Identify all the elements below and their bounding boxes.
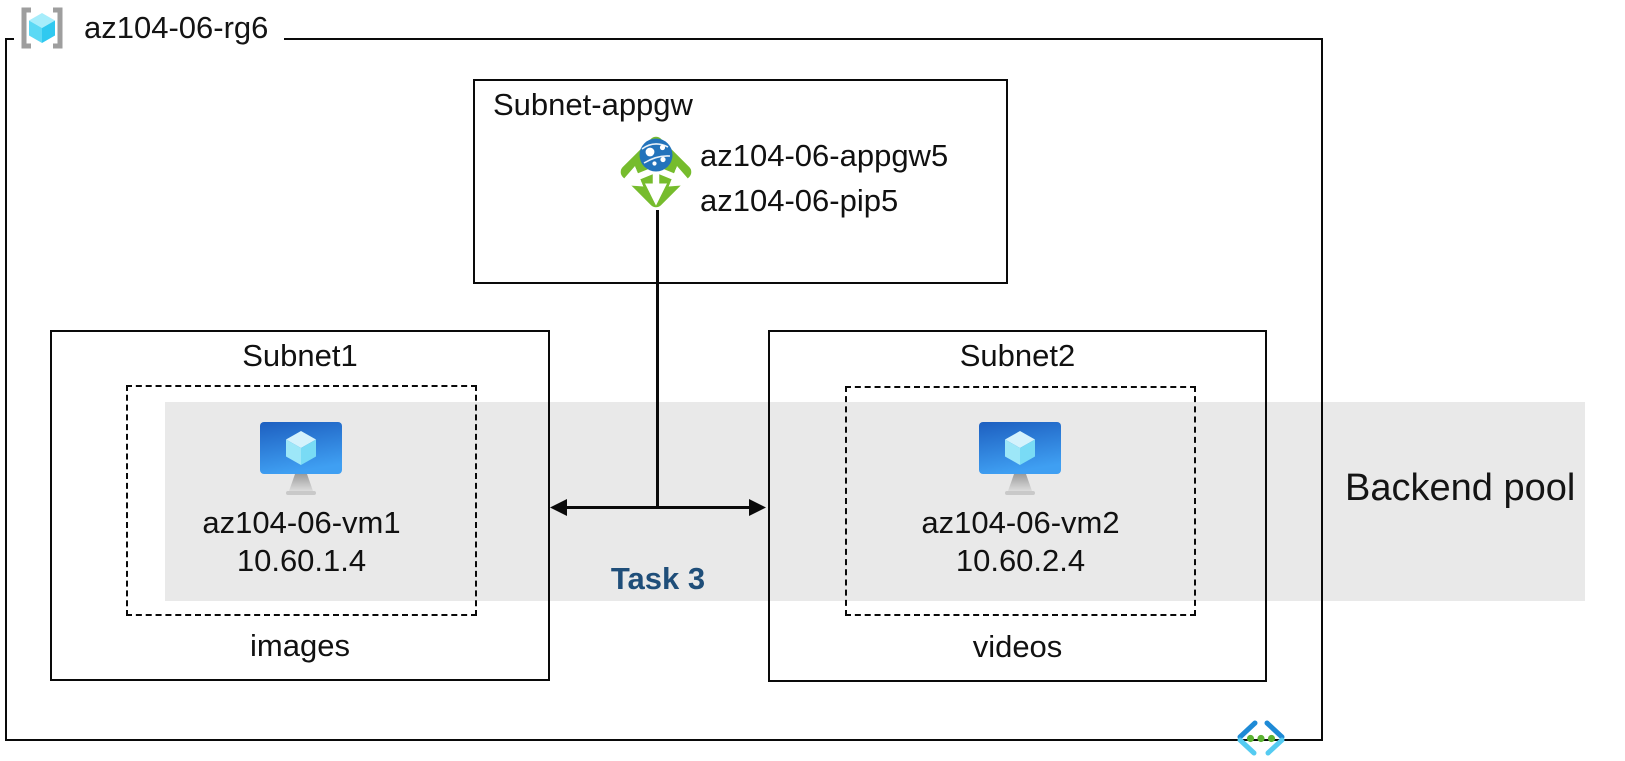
appgw-labels: az104-06-appgw5 az104-06-pip5 bbox=[700, 133, 948, 223]
vm-icon bbox=[260, 422, 342, 495]
subnet1-box: Subnet1 bbox=[50, 330, 550, 681]
appgw-subnet-box bbox=[473, 79, 1008, 284]
vm2-ip: 10.60.2.4 bbox=[955, 543, 1086, 578]
subnet2-title: Subnet2 bbox=[959, 338, 1076, 373]
virtual-network-icon bbox=[1237, 720, 1285, 756]
vm-icon bbox=[979, 422, 1061, 495]
subnet1-vm-group bbox=[126, 385, 477, 616]
subnet2-app-caption: videos bbox=[972, 629, 1063, 664]
subnet1-title: Subnet1 bbox=[242, 338, 358, 373]
backend-pool-band bbox=[165, 402, 1585, 601]
appgw-gateway-name: az104-06-appgw5 bbox=[700, 138, 949, 173]
resource-group-icon bbox=[21, 7, 63, 49]
appgw-subnet-title: Subnet-appgw bbox=[493, 87, 693, 122]
resource-group-name: az104-06-rg6 bbox=[84, 10, 269, 45]
vm1-name: az104-06-vm1 bbox=[202, 505, 401, 540]
resource-group-box bbox=[5, 38, 1323, 741]
resource-group-header: az104-06-rg6 bbox=[14, 2, 285, 54]
task-annotation: Task 3 bbox=[610, 561, 706, 596]
subnet1-app-caption: images bbox=[250, 628, 350, 663]
application-gateway-icon bbox=[618, 136, 694, 208]
vm1-label: az104-06-vm1 10.60.1.4 bbox=[126, 504, 477, 580]
vm2-name: az104-06-vm2 bbox=[921, 505, 1120, 540]
subnet2-box: Subnet2 bbox=[768, 330, 1267, 682]
backend-pool-label: Backend pool bbox=[1345, 467, 1576, 509]
vm1-ip: 10.60.1.4 bbox=[236, 543, 367, 578]
vm2-label: az104-06-vm2 10.60.2.4 bbox=[845, 504, 1196, 580]
appgw-public-ip-name: az104-06-pip5 bbox=[700, 183, 899, 218]
subnet2-vm-group bbox=[845, 386, 1196, 616]
